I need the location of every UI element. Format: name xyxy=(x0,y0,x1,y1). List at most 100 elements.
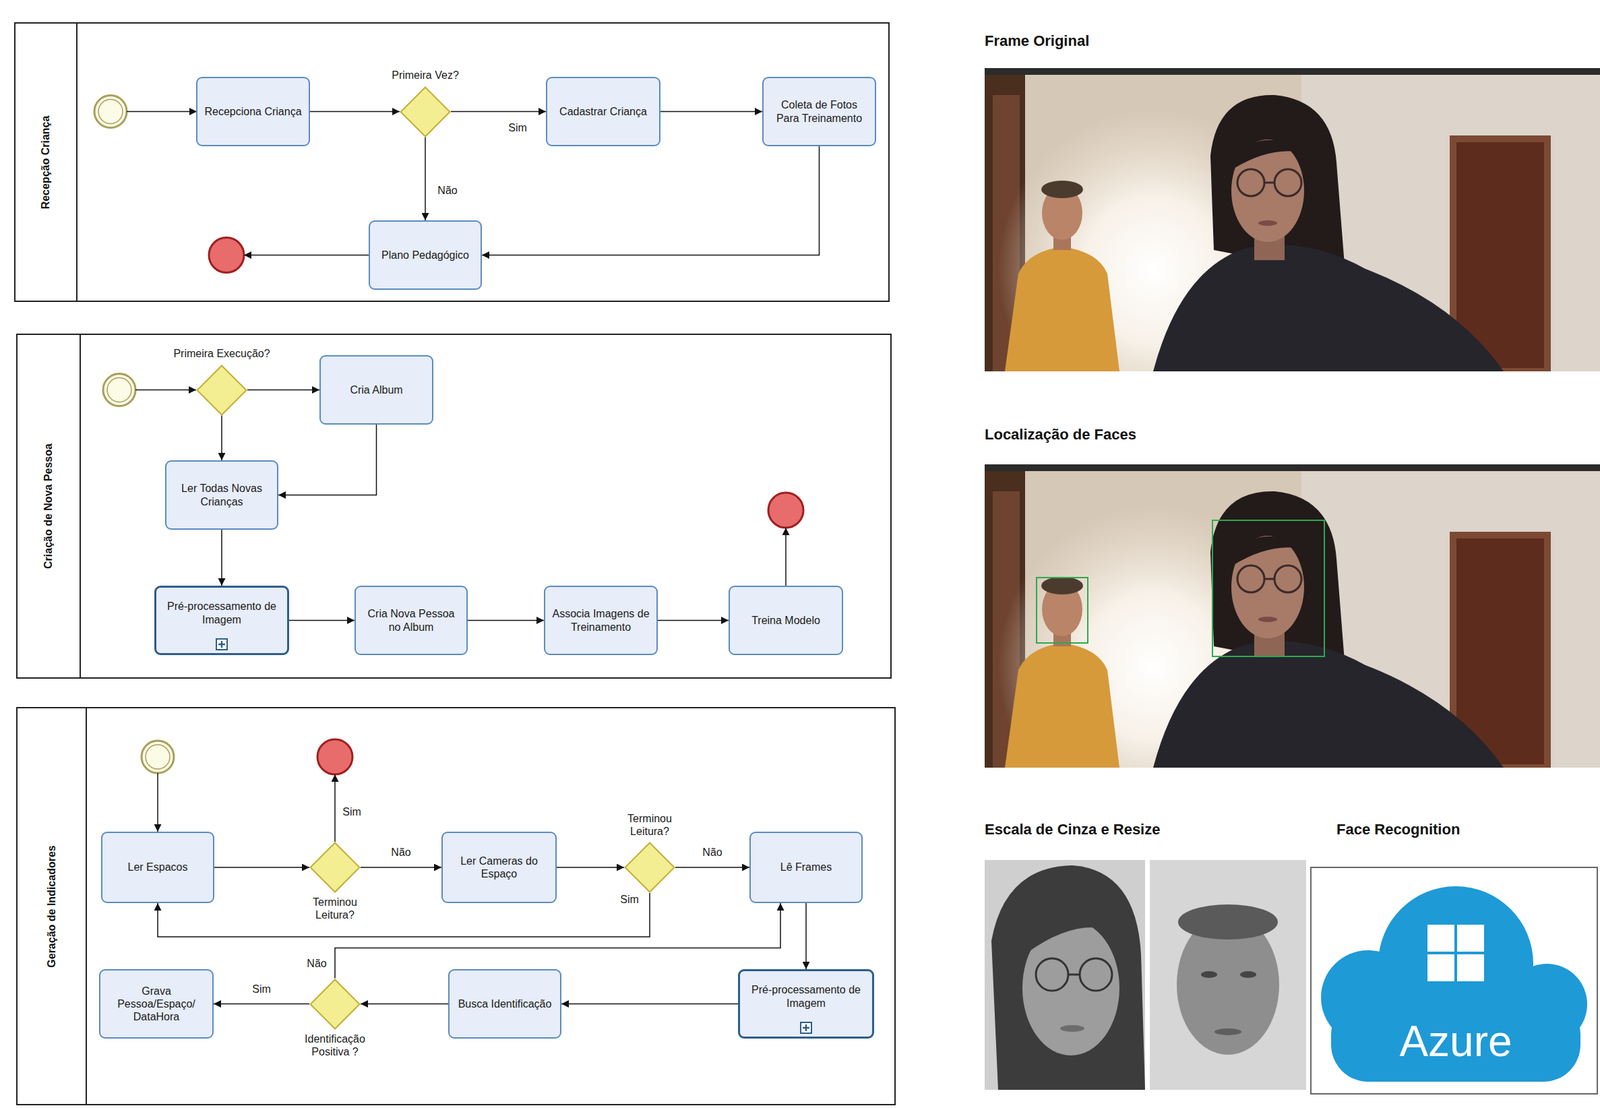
swimlane-pool: Geração de IndicadoresLer EspacosTermino… xyxy=(16,706,896,1106)
logo-text: Azure xyxy=(1399,1016,1512,1067)
diamond-shape xyxy=(309,978,361,1030)
sequence-flow xyxy=(424,137,426,222)
task-label: Recepciona Criança xyxy=(204,105,302,118)
task-box: Cria Album xyxy=(319,355,434,425)
swimlane-pool: Recepção Criança Recepciona Criança Primei… xyxy=(14,22,890,302)
section-title: Escala de Cinza e Resize xyxy=(984,820,1160,839)
task-label: Pré-processamento de Imagem xyxy=(163,599,281,626)
sequence-flow xyxy=(157,893,650,937)
task-label: Cria Album xyxy=(349,383,403,397)
camera-frame xyxy=(984,68,1600,372)
pool-title: Geração de Indicadores xyxy=(45,845,58,968)
gateway-label: Primeira Execução? xyxy=(173,347,270,360)
subprocess-box: Pré-processamento de Imagem xyxy=(154,585,290,656)
end-event xyxy=(317,739,353,775)
start-event xyxy=(103,374,136,407)
pool-title: Recepção Criança xyxy=(39,115,52,209)
task-box: Ler Todas Novas Crianças xyxy=(165,460,279,530)
gateway-label: Primeira Vez? xyxy=(391,68,459,82)
task-label: Ler Espacos xyxy=(128,860,189,874)
task-box: Grava Pessoa/Espaço/ DataHora xyxy=(99,969,214,1039)
flow-label: Sim xyxy=(341,806,363,819)
gateway-label: Terminou Leitura? xyxy=(294,895,376,922)
task-box: Coleta de Fotos Para Treinamento xyxy=(762,76,877,147)
sequence-flow xyxy=(481,146,820,256)
task-box: Lê Frames xyxy=(749,831,863,904)
face-detection-frame xyxy=(984,464,1600,768)
task-label: Ler Cameras do Espaço xyxy=(449,854,549,881)
end-event xyxy=(768,492,804,528)
bpmn-events xyxy=(94,95,804,843)
edge-label: Não xyxy=(389,846,412,859)
section-title: Localização de Faces xyxy=(984,425,1137,444)
gateway-diamond: Primeira Execução? xyxy=(196,364,248,416)
sequence-flow xyxy=(278,424,377,496)
diamond-shape xyxy=(399,86,451,138)
gateway-label: Terminou Leitura? xyxy=(609,812,691,838)
task-box: Cadastrar Criança xyxy=(545,76,661,147)
task-label: Pré-processamento de Imagem xyxy=(746,983,866,1009)
grayscale-face xyxy=(1149,859,1307,1090)
sequence-flow xyxy=(450,111,546,113)
gateway-diamond: Terminou Leitura? xyxy=(624,841,676,894)
sequence-flow xyxy=(221,415,223,461)
task-label: Grava Pessoa/Espaço/ DataHora xyxy=(107,984,206,1024)
pool-header: Criação de Nova Pessoa xyxy=(17,334,81,678)
task-box: Plano Pedagógico xyxy=(368,220,482,290)
subprocess-marker xyxy=(215,638,228,651)
task-box: Busca Identificação xyxy=(448,969,562,1039)
task-label: Cria Nova Pessoa no Album xyxy=(362,607,460,633)
edge-label: Não xyxy=(436,184,459,197)
pool-header: Recepção Criança xyxy=(15,23,78,301)
section-title: Frame Original xyxy=(984,32,1090,50)
sequence-flow xyxy=(660,111,763,113)
task-label: Plano Pedagógico xyxy=(381,248,470,262)
task-label: Cadastrar Criança xyxy=(559,105,648,118)
edge-label: Sim xyxy=(506,121,529,135)
task-label: Treina Modelo xyxy=(751,613,821,627)
task-label: Lê Frames xyxy=(780,860,832,874)
task-label: Associa Imagens de Treinamento xyxy=(551,607,650,633)
gateway-label: Identificação Positiva ? xyxy=(294,1032,376,1059)
start-event xyxy=(94,95,127,129)
gateway-diamond: Terminou Leitura? xyxy=(309,841,361,894)
sequence-flow xyxy=(214,866,310,869)
sequence-flow xyxy=(221,529,223,586)
sequence-flow xyxy=(675,866,750,869)
sequence-flow xyxy=(247,389,320,391)
end-event xyxy=(208,237,244,273)
task-box: Ler Cameras do Espaço xyxy=(441,831,557,904)
sequence-flow xyxy=(657,620,729,622)
task-label: Ler Todas Novas Crianças xyxy=(173,481,271,508)
edge-label: Sim xyxy=(250,983,273,996)
sequence-flow xyxy=(213,1003,310,1005)
gateway-diamond: Primeira Vez? xyxy=(399,86,451,138)
task-box: Ler Espacos xyxy=(101,831,215,904)
edge-label: Sim xyxy=(618,893,641,906)
start-event xyxy=(141,740,174,774)
task-label: Coleta de Fotos Para Treinamento xyxy=(770,98,869,125)
sequence-flow xyxy=(556,866,625,869)
section-title: Face Recognition xyxy=(1336,820,1460,839)
task-label: Busca Identificação xyxy=(458,997,552,1011)
swimlane-pool: Criação de Nova Pessoa Primeira Execução?… xyxy=(16,333,892,679)
sequence-flow xyxy=(360,1003,449,1005)
grayscale-face xyxy=(984,859,1146,1090)
gateway-diamond: Identificação Positiva ? xyxy=(309,978,361,1030)
diamond-shape xyxy=(624,841,676,894)
pool-header: Geração de Indicadores xyxy=(17,708,87,1104)
subprocess-box: Pré-processamento de Imagem xyxy=(737,969,875,1039)
sequence-flow xyxy=(289,620,355,622)
subprocess-marker xyxy=(800,1021,813,1034)
diamond-shape xyxy=(196,364,248,416)
sequence-flow xyxy=(561,1003,738,1005)
task-box: Cria Nova Pessoa no Album xyxy=(354,585,468,656)
diamond-shape xyxy=(309,841,361,894)
task-box: Recepciona Criança xyxy=(196,76,311,147)
sequence-flow xyxy=(360,866,442,869)
sequence-flow xyxy=(805,903,807,970)
azure-logo xyxy=(1310,867,1598,1094)
